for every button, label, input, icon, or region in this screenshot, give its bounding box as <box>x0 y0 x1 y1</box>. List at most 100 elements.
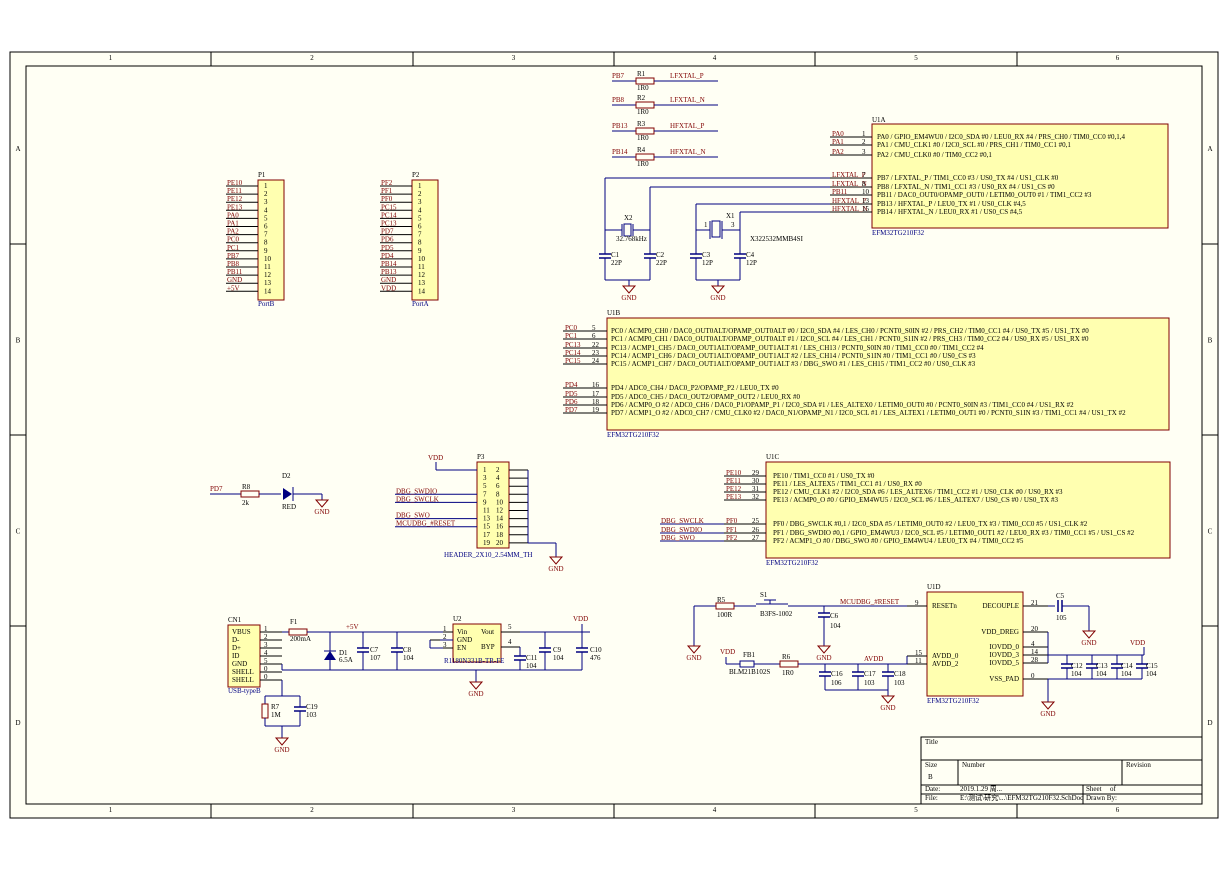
cap-ref: C17 <box>864 670 876 678</box>
drawn-by-label: Drawn By: <box>1086 794 1117 802</box>
u1b-pin-net: PC0 <box>565 324 578 332</box>
usb-pin-num: 4 <box>264 649 268 657</box>
c6-value: 104 <box>830 622 841 630</box>
cap-value: 104 <box>403 654 414 662</box>
p2-pin-net: GND <box>381 276 396 284</box>
u1b-body <box>606 317 1170 431</box>
p1-pin-num: 7 <box>264 231 268 239</box>
cap-value: 107 <box>370 654 381 662</box>
u1c-pin-name: PF1 / DBG_SWDIO #0,1 / GPIO_EM4WU3 / I2C… <box>773 529 1135 537</box>
frame-col-label: 1 <box>109 54 113 62</box>
resistor-net-out: HFXTAL_P <box>670 122 705 130</box>
u2-body <box>452 623 502 663</box>
resistor-value: 1R0 <box>637 134 649 142</box>
u1b-pin-num: 23 <box>592 349 600 357</box>
tvs-ref: D1 <box>339 649 348 657</box>
u1b-pin-num: 6 <box>592 332 596 340</box>
u2-pin-num: 1 <box>443 625 447 633</box>
p1-pin-num: 6 <box>264 223 268 231</box>
u1a-pin-net: HFXTAL_N <box>832 205 868 213</box>
p3-net: DBG_SWO <box>396 512 430 520</box>
p3-pin-num-left: 3 <box>483 474 487 482</box>
p2-pin-num: 12 <box>418 271 426 279</box>
usb-pin-name: D- <box>232 636 240 644</box>
r7-value: 1M <box>271 711 282 719</box>
u1c-pin-name: PE13 / ACMP0_O #0 / GPIO_EM4WU5 / I2C0_S… <box>773 496 1058 504</box>
u1b-pin-num: 17 <box>592 390 600 398</box>
c5-value: 105 <box>1056 614 1067 622</box>
p3-pin-num-left: 7 <box>483 490 487 498</box>
p1-pin-num: 11 <box>264 263 271 271</box>
u1a-pin-net: LFXTAL_N <box>832 180 867 188</box>
usb-pin-num: 3 <box>264 641 268 649</box>
u1a-pin-name: PB8 / LFXTAL_N / TIM1_CC1 #3 / US0_RX #4… <box>877 183 1055 191</box>
file-label: File: <box>925 794 938 802</box>
r6-value: 1R0 <box>782 669 794 677</box>
p3-pin-num-left: 9 <box>483 498 487 506</box>
frame-row-label: B <box>1208 337 1213 345</box>
s1-value: B3FS-1002 <box>760 610 793 618</box>
p1-pin-num: 3 <box>264 198 268 206</box>
u1c-pin-net: PE12 <box>726 485 742 493</box>
ground-symbol <box>548 556 564 565</box>
c9-value: 104 <box>553 654 564 662</box>
p2-pin-net: PD5 <box>381 244 394 252</box>
p2-pin-num: 2 <box>418 190 422 198</box>
u1a-pin-name: PB11 / DAC0_OUT0/OPAMP_OUT0 / LETIM0_OUT… <box>877 191 1092 199</box>
p1-pin-num: 12 <box>264 271 272 279</box>
usb-pin-num: 0 <box>264 665 268 673</box>
u1b-pin-name: PD7 / ACMP1_O #2 / ADC0_CH7 / CMU_CLK0 #… <box>611 409 1126 417</box>
u1b-pin-name: PC1 / ACMP0_CH1 / DAC0_OUT0ALT/OPAMP_OUT… <box>611 335 1089 343</box>
usb-pin-name: VBUS <box>232 628 251 636</box>
c6-ref: C6 <box>830 612 839 620</box>
ground-label: GND <box>686 654 701 662</box>
u2-pin-name: GND <box>457 636 472 644</box>
size-label: Size <box>925 761 937 769</box>
avdd-label: AVDD <box>864 655 883 663</box>
p3-pin-num-left: 1 <box>483 466 487 474</box>
crystal-x2 <box>623 223 632 237</box>
u1a-pin-num: 1 <box>862 130 866 138</box>
u1a-pin-name: PB7 / LFXTAL_P / TIM1_CC0 #3 / US0_TX #4… <box>877 174 1059 182</box>
u1b-pin-net: PD4 <box>565 381 578 389</box>
resistor-net-in: PB14 <box>612 148 628 156</box>
u1d-pin-num: 14 <box>1031 648 1039 656</box>
p2-pin-net: PF2 <box>381 179 393 187</box>
cap-value: 106 <box>831 679 842 687</box>
c19-value: 103 <box>306 711 317 719</box>
u1b-pin-net: PC15 <box>565 357 581 365</box>
of-label: of <box>1110 785 1117 793</box>
usb-connector-body <box>227 624 261 688</box>
u1a-pin-net: PB11 <box>832 188 848 196</box>
u1b-pin-name: PD5 / ADC0_CH5 / DAC0_OUT2/OPAMP_OUT2 / … <box>611 393 800 401</box>
u2-pin-name: EN <box>457 644 466 652</box>
u1c-pin-net: PE11 <box>726 477 741 485</box>
ground-symbol <box>880 695 896 704</box>
u1a-part: EFM32TG210F32 <box>872 229 925 237</box>
p1-pin-num: 5 <box>264 214 268 222</box>
frame-col-label: 3 <box>512 54 516 62</box>
capacitor-value: 12P <box>746 259 757 267</box>
crystal-x1 <box>711 220 721 238</box>
u1c-pin-name: PE12 / CMU_CLK1 #2 / I2C0_SDA #6 / LES_A… <box>773 488 1063 496</box>
reset-net-label: MCUDBG_#RESET <box>840 598 900 606</box>
p2-pin-num: 11 <box>418 263 425 271</box>
ground-symbol <box>710 285 726 294</box>
p3-pin-num-right: 8 <box>496 490 500 498</box>
u1b-pin-name: PC0 / ACMP0_CH0 / DAC0_OUT0ALT/OPAMP_OUT… <box>611 327 1089 335</box>
date-value: 2019.1.29 周... <box>960 785 1002 793</box>
u1a-pin-name: PA1 / CMU_CLK1 #0 / I2C0_SCL #0 / PRS_CH… <box>877 141 1071 149</box>
u1b-pin-num: 24 <box>592 357 600 365</box>
u1c-pin-net: PE13 <box>726 493 742 501</box>
u1d-pin-num: 21 <box>1031 599 1039 607</box>
fb1-value: BLM21B102S <box>729 668 770 676</box>
u1d-pin-name: DECOUPLE <box>982 602 1019 610</box>
frame-col-label: 2 <box>310 806 314 814</box>
usb-part: USB-typeB <box>228 687 261 695</box>
u2-vdd-label: VDD <box>573 615 588 623</box>
p1-pin-net: PE12 <box>227 195 243 203</box>
capacitor-ref: C4 <box>746 251 755 259</box>
p1-pin-num: 2 <box>264 190 268 198</box>
frame-col-label: 6 <box>1116 54 1120 62</box>
frame-row-label: A <box>1207 145 1212 153</box>
